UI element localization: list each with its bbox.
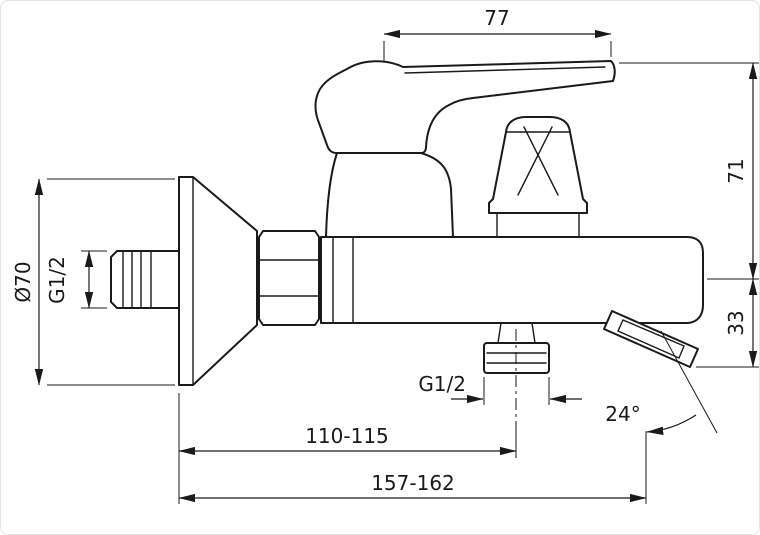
dim-height-spout: 33 xyxy=(696,278,759,368)
faucet-body xyxy=(320,236,704,324)
spout-aerator xyxy=(603,310,699,368)
dim-label-flange-diameter: Ø70 xyxy=(11,261,35,302)
dim-height-upper: 71 xyxy=(619,62,759,280)
dim-outlet-thread: G1/2 xyxy=(418,372,582,405)
dim-label-reach-outlet: 110-115 xyxy=(305,424,389,448)
lever-crease-line xyxy=(404,66,606,74)
faucet-outline xyxy=(110,60,704,456)
dim-label-inlet-thread: G1/2 xyxy=(45,256,69,304)
dim-flange-diameter: Ø70 xyxy=(11,178,175,386)
outlet-neck-line xyxy=(531,322,536,344)
dimensions: 77 71 33 Ø70 G1/2 xyxy=(11,6,759,504)
cartridge-base xyxy=(325,152,454,238)
dim-inlet-thread: G1/2 xyxy=(45,250,107,309)
wall-flange xyxy=(178,176,258,386)
dim-reach-total: 157-162 xyxy=(178,431,647,504)
dim-label-reach-total: 157-162 xyxy=(371,471,455,495)
lever-handle xyxy=(314,60,616,154)
angle-reference-line xyxy=(660,330,718,434)
dim-spout-angle: 24° xyxy=(605,330,718,435)
dim-label-height-spout: 33 xyxy=(724,310,748,335)
spout-aerator-screen xyxy=(617,319,685,359)
dim-label-height-upper: 71 xyxy=(724,158,748,183)
dim-label-outlet-thread: G1/2 xyxy=(418,372,466,396)
dim-label-spout-angle: 24° xyxy=(605,402,640,426)
outlet-neck-line xyxy=(497,322,502,344)
diverter-cross-line xyxy=(517,126,553,196)
angle-arc xyxy=(646,414,697,435)
dim-handle-width: 77 xyxy=(383,6,612,61)
diverter-cross-line xyxy=(523,126,559,196)
diverter-knob xyxy=(488,116,588,214)
dim-label-handle-width: 77 xyxy=(484,6,509,30)
inlet-connector xyxy=(110,250,180,309)
hex-nut xyxy=(258,230,320,326)
dim-reach-outlet: 110-115 xyxy=(178,393,517,504)
